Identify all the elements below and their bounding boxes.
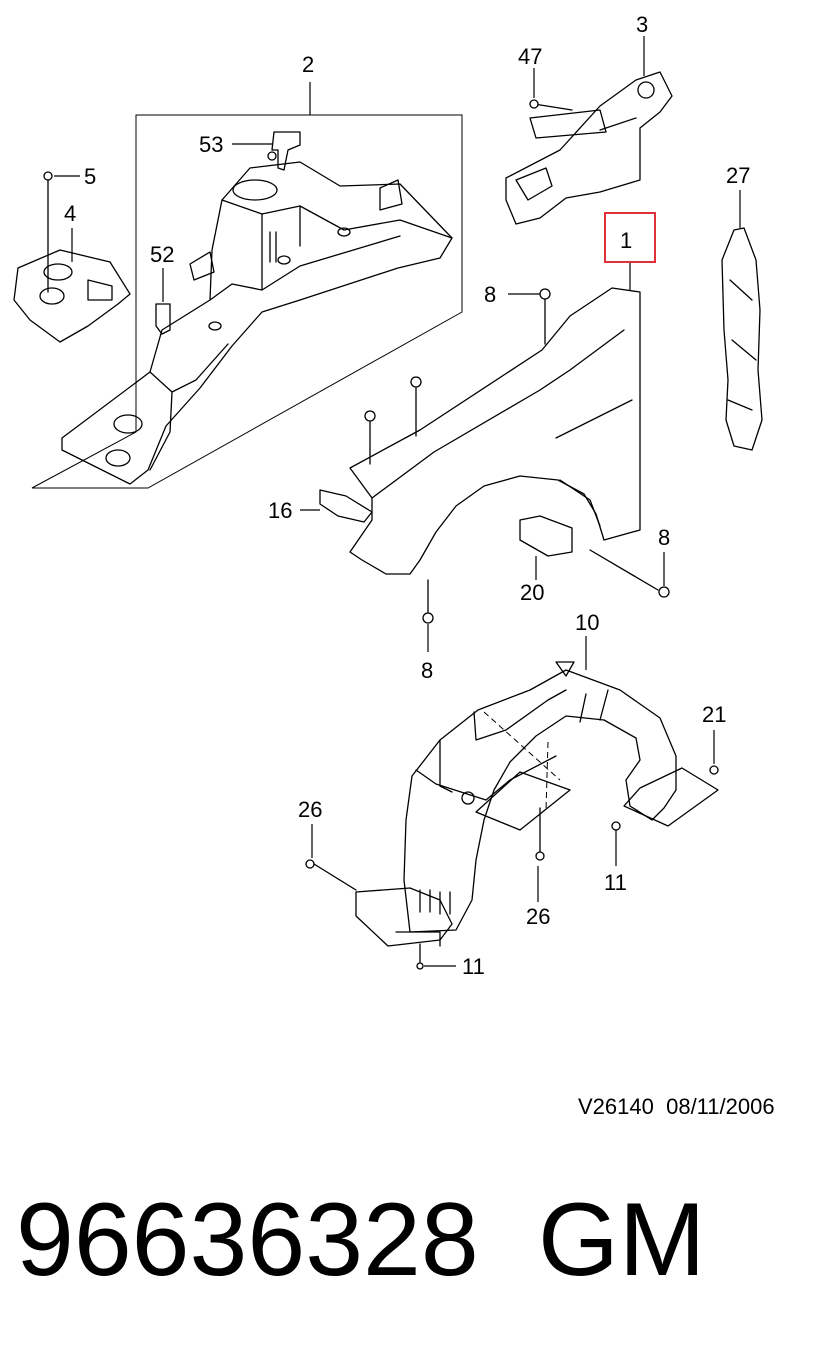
side-panel-27 bbox=[721, 190, 763, 451]
callout-53: 53 bbox=[199, 132, 223, 157]
reference-date: 08/11/2006 bbox=[666, 1094, 775, 1119]
frame-rail-assembly bbox=[31, 82, 463, 489]
bolt-5 bbox=[43, 171, 80, 293]
callout-47: 47 bbox=[518, 44, 542, 69]
liner-fasteners bbox=[305, 730, 719, 970]
reference-code: V26140 bbox=[578, 1094, 654, 1119]
callout-2: 2 bbox=[302, 52, 314, 77]
part-number: 96636328 bbox=[16, 1182, 479, 1298]
callout-11-bottom: 11 bbox=[462, 954, 485, 979]
callout-4: 4 bbox=[64, 201, 76, 226]
callout-11-right: 11 bbox=[604, 870, 627, 895]
brand-name: GM bbox=[538, 1182, 706, 1298]
bracket-16 bbox=[300, 489, 373, 523]
callout-5: 5 bbox=[84, 164, 96, 189]
callout-3: 3 bbox=[636, 12, 648, 37]
callout-21: 21 bbox=[702, 702, 726, 727]
callout-10: 10 bbox=[575, 610, 599, 635]
callout-16: 16 bbox=[268, 498, 292, 523]
callout-26-left: 26 bbox=[298, 797, 322, 822]
callout-1: 1 bbox=[620, 228, 632, 253]
callout-52: 52 bbox=[150, 242, 174, 267]
front-fender bbox=[349, 262, 641, 575]
callout-8-bottom: 8 bbox=[421, 658, 433, 683]
diagram-reference: V26140 08/11/2006 bbox=[578, 1094, 775, 1120]
callout-20: 20 bbox=[520, 580, 544, 605]
upper-bracket bbox=[505, 36, 673, 225]
wheel-house-liner bbox=[355, 636, 719, 947]
fender-bolts bbox=[364, 288, 670, 652]
callout-26-right: 26 bbox=[526, 904, 550, 929]
callout-1-highlight bbox=[604, 212, 656, 263]
strut-bracket bbox=[13, 228, 131, 343]
bracket-20 bbox=[519, 515, 573, 580]
callout-8-top: 8 bbox=[484, 282, 496, 307]
callout-8-right: 8 bbox=[658, 525, 670, 550]
clip-52 bbox=[155, 268, 171, 335]
callout-27: 27 bbox=[726, 163, 750, 188]
